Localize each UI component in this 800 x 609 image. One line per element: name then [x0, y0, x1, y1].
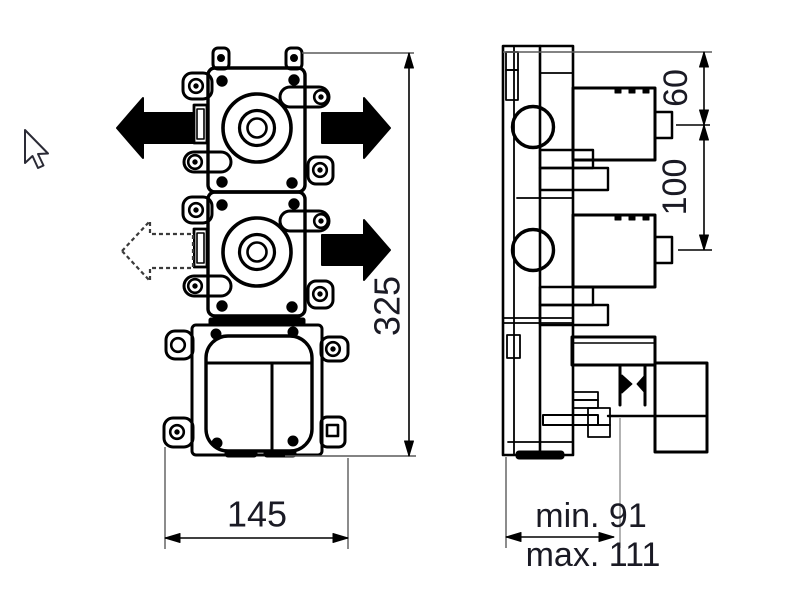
flow-arrow-left-icon — [116, 97, 194, 159]
flow-arrow-right-top-icon — [321, 97, 391, 159]
dim-height-label: 325 — [367, 276, 408, 336]
dim-depth-min-label: min. 91 — [535, 497, 647, 535]
dim-depth-max-label: max. 111 — [526, 536, 661, 574]
spout-outlet — [507, 335, 709, 460]
pipe-port-top — [510, 104, 556, 150]
side-view — [501, 44, 709, 460]
adjustment-marker-icon — [621, 374, 633, 394]
cursor-icon[interactable] — [24, 129, 49, 169]
cartridge-bottom — [538, 213, 674, 327]
flow-arrow-right-bottom-icon — [321, 219, 391, 281]
pipe-port-bottom — [510, 227, 556, 273]
flow-arrow-dashed-icon — [120, 219, 195, 283]
front-view — [116, 46, 391, 458]
dim-width-label: 145 — [227, 494, 287, 535]
valve-module-middle — [181, 190, 335, 318]
dimension-annotations: 325 145 60 100 min. 91 max. 111 — [164, 51, 712, 574]
valve-module-bottom — [162, 317, 350, 458]
valve-module-top — [181, 66, 335, 194]
cartridge-top — [538, 86, 674, 192]
dim-spacing-label: 100 — [656, 159, 694, 216]
dim-top-offset-label: 60 — [657, 69, 695, 107]
